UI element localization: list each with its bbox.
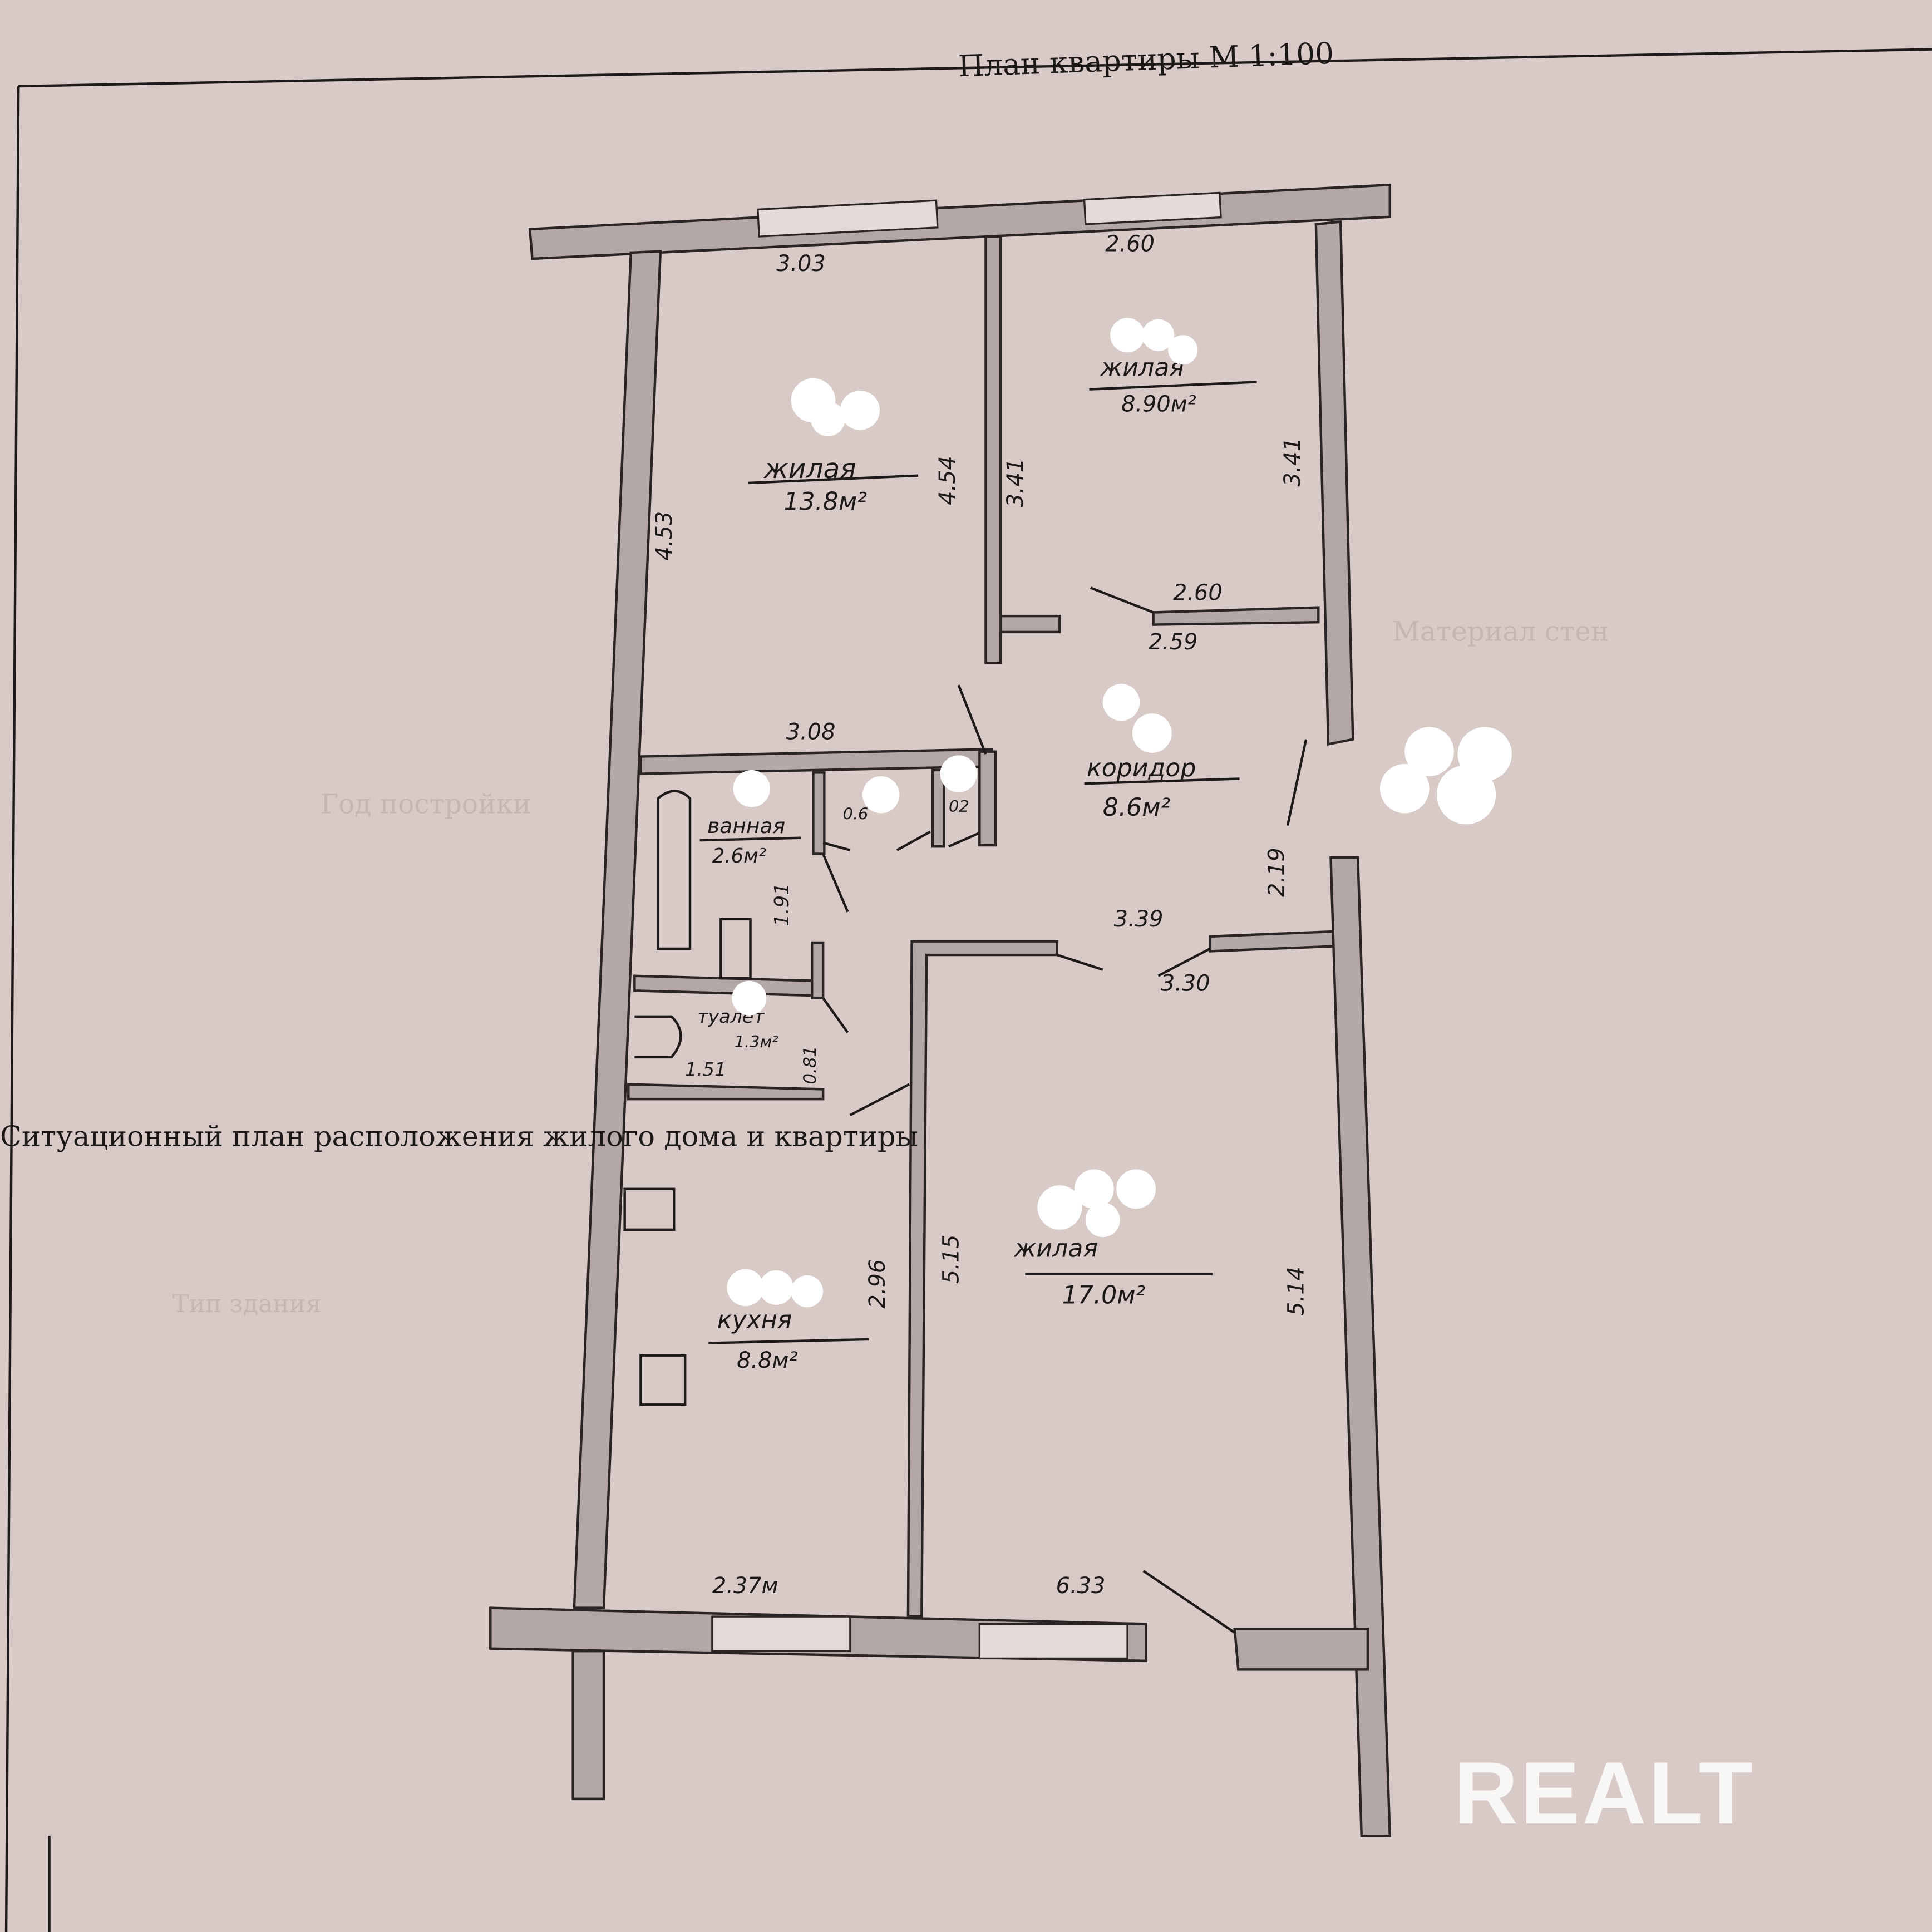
room-bathroom-area: 2.6м²: [712, 845, 766, 868]
room-storage-1-area: 0.6: [843, 804, 869, 823]
walls: [489, 183, 1392, 1837]
room-corridor-area: 8.6м²: [1103, 793, 1171, 822]
sink-icon: [719, 918, 752, 980]
dim: 3.03: [776, 251, 826, 277]
background-ghost-text: Материал стен Год постройки Тип здания: [172, 616, 1609, 1318]
dim: 0.81: [800, 1046, 820, 1085]
room-living-2-area: 8.90м²: [1121, 392, 1196, 417]
page-border-left: [4, 86, 20, 1932]
dim: 4.54: [935, 456, 960, 505]
page-border-top: [18, 48, 1932, 88]
room-bathroom-name: ванная: [707, 814, 785, 838]
room-toilet-area: 1.3м²: [735, 1032, 778, 1051]
room-storage-2-area: 02: [949, 797, 969, 816]
room-living-2-name: жилая: [1100, 353, 1184, 382]
dimension-labels: 3.03 2.60 4.53 4.54 3.41 3.41 2.60 2.59 …: [652, 231, 1309, 1599]
dim: 2.59: [1149, 629, 1198, 655]
dim: 2.60: [1173, 580, 1223, 605]
dim: 3.41: [1003, 459, 1028, 508]
dim: 3.41: [1280, 437, 1305, 487]
stove-icon: [623, 1187, 676, 1231]
svg-text:Год постройки: Год постройки: [321, 788, 531, 820]
realt-watermark-logo: REALT: [1454, 1743, 1756, 1842]
redaction-blots: [727, 318, 1512, 1308]
dim: 5.15: [939, 1235, 964, 1284]
room-living-3-name: жилая: [1013, 1235, 1098, 1263]
dim: 5.14: [1284, 1266, 1309, 1316]
dim: 2.96: [865, 1259, 890, 1309]
room-labels: жилая 13.8м² жилая 8.90м² коридор 8.6м² …: [697, 353, 1257, 1373]
toilet-icon: [634, 1015, 682, 1059]
fixtures: [623, 790, 752, 1406]
dim: 4.53: [652, 511, 677, 561]
room-corridor-name: коридор: [1087, 754, 1196, 782]
site-plan-caption: Ситуационный план расположения жилого до…: [0, 1120, 918, 1153]
room-living-3-area: 17.0м²: [1062, 1282, 1146, 1310]
dim: 1.91: [771, 883, 793, 926]
dim: 1.51: [685, 1058, 726, 1080]
bathtub-icon: [657, 790, 692, 950]
room-living-1-area: 13.8м²: [783, 488, 867, 516]
svg-text:Материал стен: Материал стен: [1392, 616, 1609, 647]
room-kitchen-name: кухня: [717, 1306, 792, 1334]
dim: 6.33: [1056, 1573, 1106, 1599]
dim: 3.39: [1114, 906, 1164, 932]
svg-text:Тип здания: Тип здания: [172, 1290, 321, 1318]
door-swings: [822, 586, 1308, 1634]
dim: 3.30: [1161, 970, 1210, 996]
dim: 2.37м: [712, 1573, 778, 1599]
dim: 2.19: [1264, 847, 1289, 897]
dim: 2.60: [1105, 231, 1155, 257]
room-kitchen-area: 8.8м²: [737, 1348, 797, 1373]
dim: 3.08: [786, 719, 836, 745]
fridge-icon: [639, 1354, 687, 1406]
